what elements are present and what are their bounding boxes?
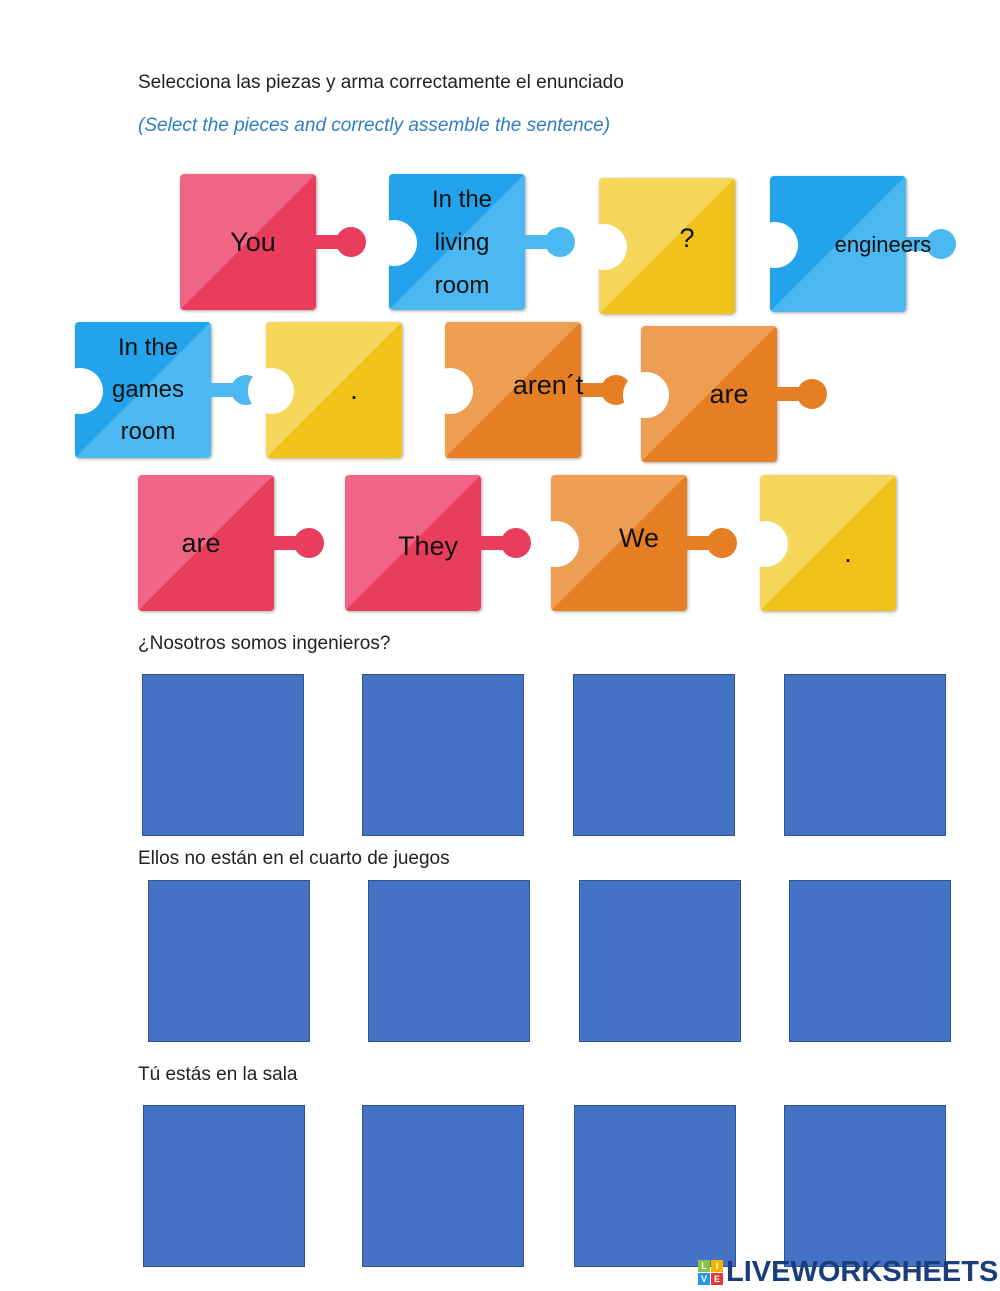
drop-zone[interactable]	[784, 1105, 946, 1267]
drop-zone[interactable]	[362, 674, 524, 836]
drop-zone[interactable]	[789, 880, 951, 1042]
puzzle-piece[interactable]: are	[138, 475, 324, 611]
piece-label: are	[709, 378, 749, 409]
drop-zone[interactable]	[368, 880, 530, 1042]
drop-zone[interactable]	[362, 1105, 524, 1267]
puzzle-piece[interactable]: engineers	[752, 176, 956, 312]
puzzle-piece[interactable]: are	[623, 326, 827, 462]
piece-label: are	[181, 527, 221, 558]
piece-label: aren´t	[512, 369, 584, 400]
piece-label: In the living room	[431, 185, 493, 299]
puzzle-piece[interactable]: ?	[581, 178, 735, 314]
puzzle-piece[interactable]: You	[180, 174, 366, 310]
drop-zone[interactable]	[574, 1105, 736, 1267]
instruction-english: (Select the pieces and correctly assembl…	[138, 115, 611, 136]
puzzle-piece[interactable]: In the living room	[371, 174, 575, 310]
puzzle-piece[interactable]: .	[742, 475, 896, 611]
puzzle-piece[interactable]: .	[248, 322, 402, 458]
drop-zone[interactable]	[784, 674, 946, 836]
prompt-3: Tú estás en la sala	[138, 1064, 298, 1085]
piece-label: We	[618, 522, 659, 553]
piece-label: ?	[679, 222, 695, 253]
prompt-2: Ellos no están en el cuarto de juegos	[138, 848, 450, 869]
puzzle-piece[interactable]: aren´t	[427, 322, 631, 458]
logo-text: LIVEWORKSHEETS	[726, 1256, 999, 1288]
piece-label: .	[350, 374, 358, 405]
piece-label: In the games room	[111, 334, 185, 445]
instruction-spanish: Selecciona las piezas y arma correctamen…	[138, 72, 624, 93]
piece-label: .	[844, 537, 852, 568]
prompt-1: ¿Nosotros somos ingenieros?	[138, 633, 391, 654]
puzzle-piece[interactable]: In the games room	[57, 322, 261, 458]
drop-zone[interactable]	[143, 1105, 305, 1267]
piece-label: They	[397, 530, 459, 561]
piece-label: You	[230, 226, 276, 257]
drop-zone[interactable]	[148, 880, 310, 1042]
puzzle-piece[interactable]: They	[345, 475, 531, 611]
drop-zone[interactable]	[573, 674, 735, 836]
piece-label: engineers	[834, 231, 932, 257]
drop-zone[interactable]	[142, 674, 304, 836]
drop-zone[interactable]	[579, 880, 741, 1042]
puzzle-piece[interactable]: We	[533, 475, 737, 611]
